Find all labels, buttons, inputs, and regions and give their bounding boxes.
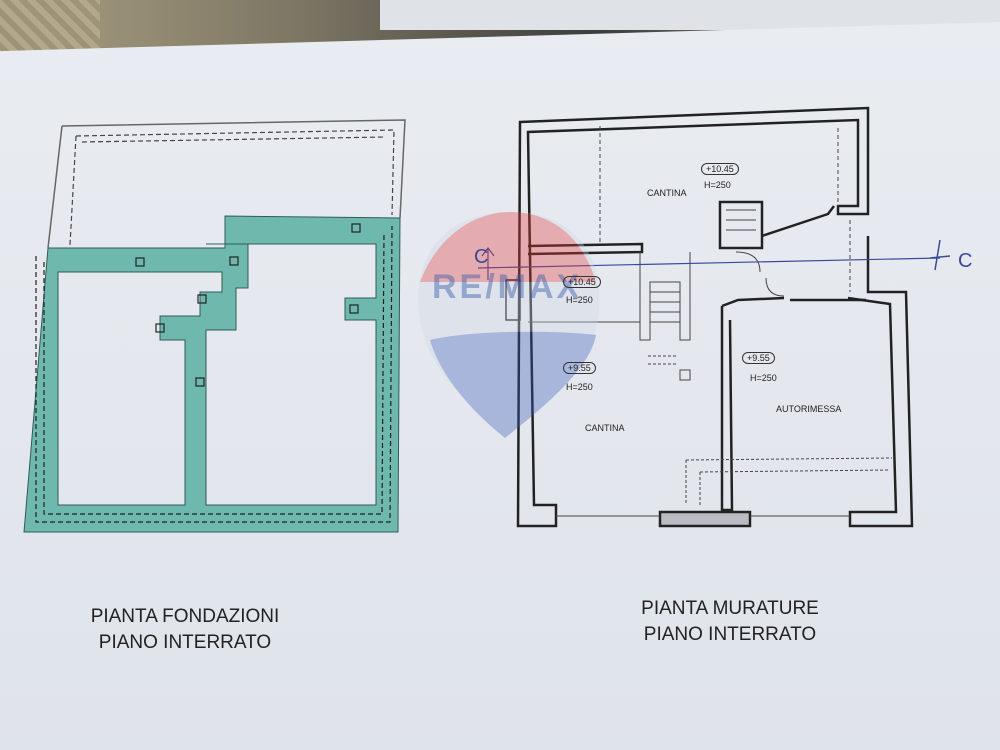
- caption-line: PIANO INTERRATO: [643, 624, 817, 645]
- section-mark-right: C: [958, 250, 973, 272]
- section-line: [477, 257, 941, 269]
- underlying-sheet: [380, 0, 1000, 30]
- caption-line: PIANTA MURATURE: [641, 598, 819, 619]
- masonry-plan: [505, 106, 914, 528]
- caption-line: PIANO INTERRATO: [98, 632, 272, 653]
- caption-line: PIANTA FONDAZIONI: [90, 606, 280, 627]
- remax-watermark: RE/MAX: [432, 268, 583, 306]
- room-level: +10.45: [701, 163, 739, 175]
- paper-sheet: [0, 22, 1000, 750]
- right-plan-caption: PIANTA MURATURE PIANO INTERRATO: [610, 596, 850, 648]
- section-mark-left: C: [474, 246, 489, 268]
- room-level: +9.55: [563, 362, 596, 374]
- room-level: +10.45: [563, 276, 601, 288]
- room-name: CANTINA: [647, 188, 687, 198]
- room-height: H=250: [704, 180, 731, 190]
- remax-balloon: [418, 212, 600, 438]
- room-height: H=250: [566, 382, 593, 392]
- room-height: H=250: [566, 295, 593, 305]
- room-name: CANTINA: [585, 423, 625, 433]
- room-height: H=250: [750, 373, 777, 383]
- room-name: AUTORIMESSA: [776, 404, 842, 414]
- room-level: +9.55: [742, 352, 775, 364]
- left-plan-caption: PIANTA FONDAZIONI PIANO INTERRATO: [70, 604, 300, 656]
- foundation-fill: [23, 215, 401, 533]
